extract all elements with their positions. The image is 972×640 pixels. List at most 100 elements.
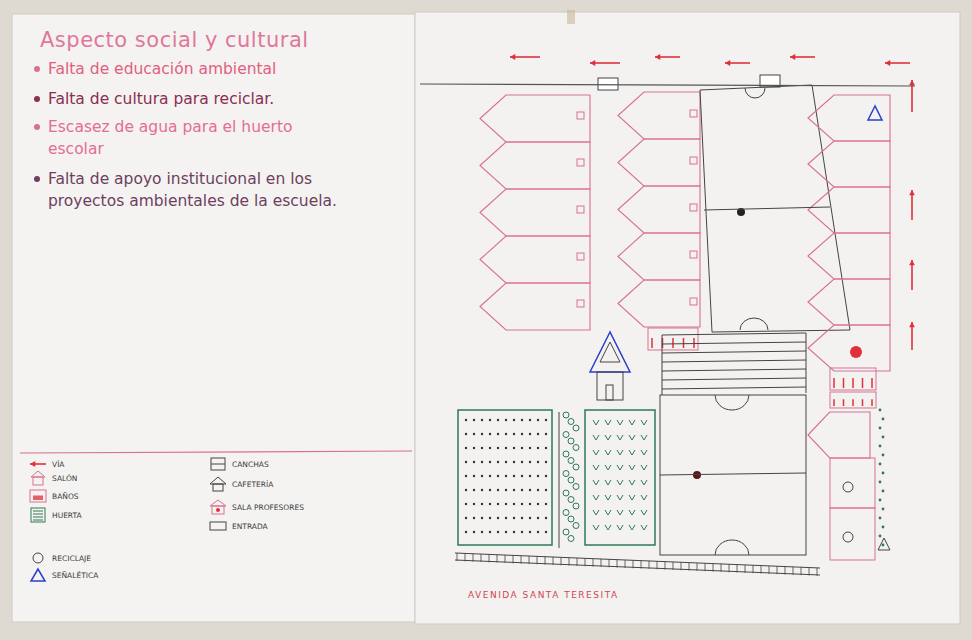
legend-symbol: [208, 518, 228, 534]
map-line: [593, 559, 594, 567]
legend-symbol: [208, 456, 228, 472]
note-text: Falta de cultura para reciclar.: [48, 90, 274, 108]
map-line: [745, 565, 746, 573]
map-line: [817, 568, 818, 576]
map-line: [537, 556, 538, 564]
legend-item: BAÑOS: [28, 488, 79, 504]
legend-text: CAFETERÍA: [232, 480, 273, 489]
map-line: [559, 412, 560, 548]
map-line: [721, 564, 722, 572]
map-line: [505, 555, 506, 563]
map-line: [585, 558, 586, 566]
legend-symbol: [28, 507, 48, 523]
legend-item: CANCHAS: [208, 456, 269, 472]
map-line: [489, 554, 490, 562]
map-line: [662, 342, 806, 344]
bullet-dot: [34, 124, 40, 130]
map-line: [481, 554, 482, 562]
map-line: [806, 333, 807, 393]
legend-item: VÍA: [28, 456, 64, 472]
map-line: [545, 557, 546, 565]
map-line: [473, 554, 474, 562]
map-line: [662, 333, 806, 335]
legend-text: SALA PROFESORES: [232, 503, 304, 512]
legend-text: BAÑOS: [52, 492, 79, 501]
problem-note: Falta de apoyo institucional en los proy…: [32, 168, 393, 213]
map-line: [777, 566, 778, 574]
note-text: AVENIDA SANTA TERESITA: [468, 590, 619, 600]
legend-item: HUERTA: [28, 507, 82, 523]
map-line: [649, 561, 650, 569]
problem-note: Escasez de agua para el huerto escolar: [32, 116, 348, 161]
map-line: [697, 563, 698, 571]
legend-text: CANCHAS: [232, 460, 269, 469]
map-drawing: [458, 54, 915, 560]
map-line: [569, 558, 570, 566]
map-line: [704, 207, 830, 210]
map-line: [633, 560, 634, 568]
map-line: [713, 564, 714, 572]
map-line: [753, 565, 754, 573]
legend-text: ENTRADA: [232, 522, 268, 531]
legend-text: VÍA: [52, 460, 64, 469]
map-line: [561, 557, 562, 565]
problem-note: Falta de cultura para reciclar.: [32, 88, 423, 110]
legend-item: SEÑALÉTICA: [28, 567, 98, 583]
legend-text: SEÑALÉTICA: [52, 571, 98, 580]
map-line: [641, 561, 642, 569]
map-line: [662, 378, 806, 380]
bullet-dot: [34, 96, 40, 102]
legend-symbol: [28, 470, 48, 486]
map-line: [660, 473, 806, 475]
legend-symbol: [28, 550, 48, 566]
map-line: [521, 556, 522, 564]
panel-title: Aspecto social y cultural: [40, 28, 309, 52]
legend-symbol: [28, 488, 48, 504]
map-line: [793, 567, 794, 575]
map-line: [665, 562, 666, 570]
map-line: [662, 387, 806, 389]
map-line: [785, 567, 786, 575]
legend-item: CAFETERÍA: [208, 476, 273, 492]
map-line: [465, 553, 466, 561]
problem-note: Falta de educación ambiental: [32, 58, 423, 80]
legend-item: SALA PROFESORES: [208, 499, 304, 515]
bullet-dot: [34, 66, 40, 72]
map-line: [761, 566, 762, 574]
map-line: [529, 556, 530, 564]
legend-item: SALÓN: [28, 470, 77, 486]
note-text: Falta de educación ambiental: [48, 60, 276, 78]
map-line: [662, 351, 806, 353]
legend-symbol: [208, 499, 228, 515]
map-line: [729, 564, 730, 572]
map-line: [420, 84, 915, 86]
legend-symbol: [208, 476, 228, 492]
map-line: [553, 557, 554, 565]
map-line: [662, 360, 806, 362]
bullet-dot: [34, 176, 40, 182]
note-text: Escasez de agua para el huerto escolar: [48, 118, 292, 158]
legend-item: ENTRADA: [208, 518, 268, 534]
street-name: AVENIDA SANTA TERESITA: [468, 590, 619, 600]
map-line: [657, 561, 658, 569]
map-line: [513, 555, 514, 563]
map-line: [497, 555, 498, 563]
map-line: [689, 563, 690, 571]
legend-symbol: [28, 567, 48, 583]
map-line: [801, 567, 802, 575]
legend-item: RECICLAJE: [28, 550, 91, 566]
note-text: Falta de apoyo institucional en los proy…: [48, 170, 337, 210]
map-line: [455, 560, 820, 575]
map-line: [662, 335, 663, 395]
map-line: [673, 562, 674, 570]
map-line: [617, 560, 618, 568]
map-line: [601, 559, 602, 567]
map-line: [455, 553, 820, 568]
legend-text: SALÓN: [52, 474, 77, 483]
map-line: [609, 559, 610, 567]
map-line: [457, 553, 458, 561]
legend-symbol: [28, 456, 48, 472]
map-line: [577, 558, 578, 566]
map-line: [769, 566, 770, 574]
map-line: [809, 568, 810, 576]
